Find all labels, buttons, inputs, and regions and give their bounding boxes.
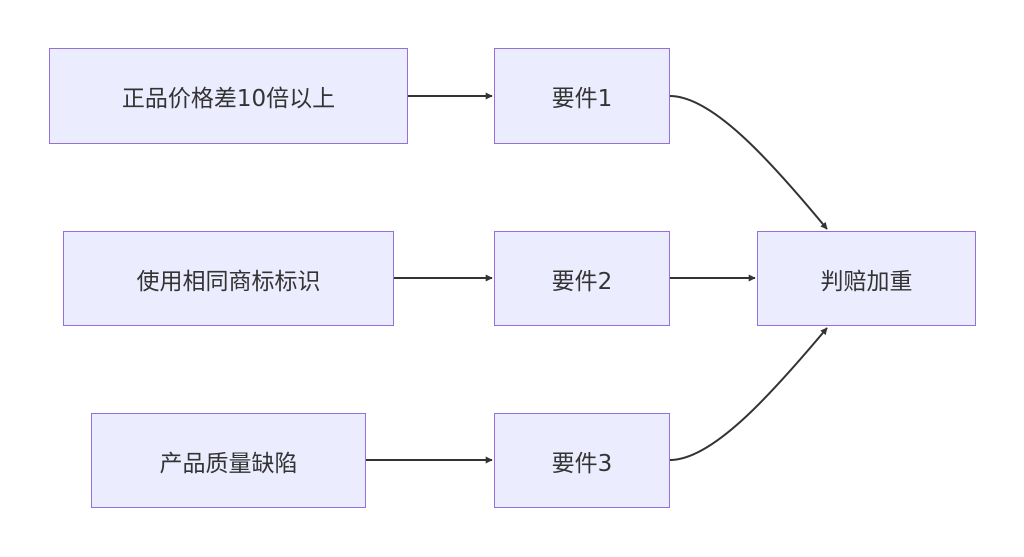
node-label: 要件1 [551,86,613,112]
node-element-3: 要件3 [494,413,670,508]
node-label: 要件2 [551,268,613,295]
node-result: 判赔加重 [757,231,976,326]
node-label: 使用相同商标标识 [136,268,321,295]
node-condition-price: 正品价格差10倍以上 [49,48,408,144]
node-condition-quality: 产品质量缺陷 [91,413,366,508]
node-label: 判赔加重 [820,268,913,295]
edge-element1-to-result [669,95,828,230]
node-label: 要件3 [551,450,613,477]
node-label: 产品质量缺陷 [159,450,298,477]
node-element-1: 要件1 [494,48,670,144]
node-label: 正品价格差10倍以上 [121,86,336,112]
node-condition-trademark: 使用相同商标标识 [63,231,394,326]
node-element-2: 要件2 [494,231,670,326]
edge-element3-to-result [669,327,828,461]
